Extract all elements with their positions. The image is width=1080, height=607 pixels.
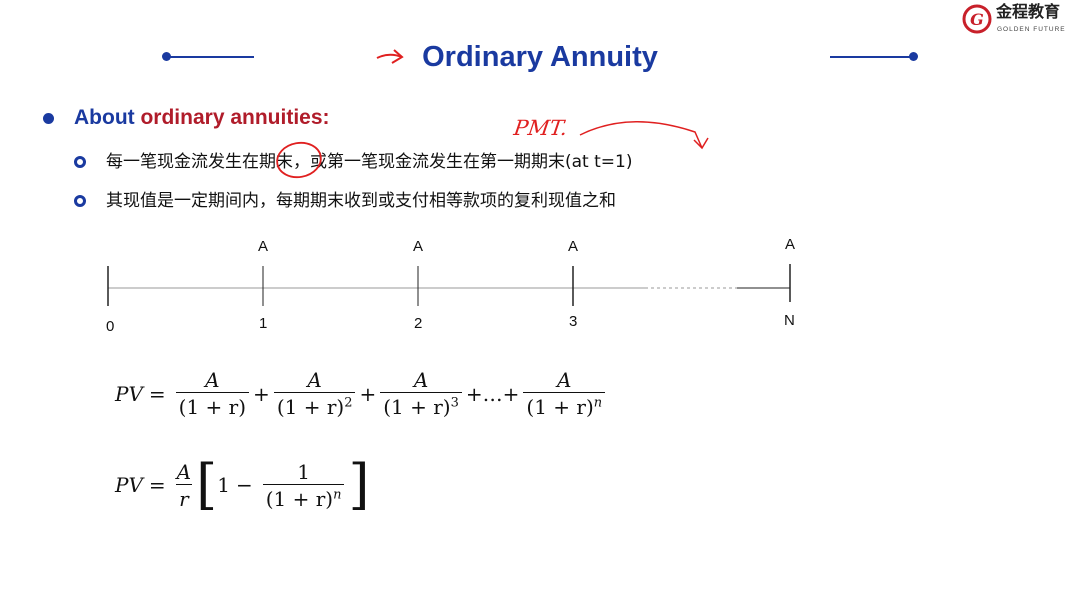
sub-bullet-icon — [74, 156, 86, 168]
section-heading: About ordinary annuities: — [74, 105, 330, 130]
bullet-icon — [43, 113, 54, 124]
period-label: N — [784, 312, 795, 329]
handwritten-annotation — [276, 121, 709, 179]
bullet-text-2: 其现值是一定期间内，每期期末收到或支付相等款项的复利现值之和 — [106, 191, 616, 211]
page-title: Ordinary Annuity — [422, 41, 658, 73]
logo-name-en: GOLDEN FUTURE — [997, 26, 1066, 33]
pv-symbol: PV — [115, 473, 143, 497]
bullet-text-1: 每一笔现金流发生在期末，或第一笔现金流发生在第一期期末(at t=1) — [106, 152, 633, 172]
payment-label: A — [568, 238, 579, 255]
payment-label: A — [413, 238, 424, 255]
heading-part2: ordinary annuities: — [140, 106, 330, 129]
title-line-right — [830, 56, 914, 58]
period-label: 2 — [414, 315, 423, 332]
title-line-dot — [909, 52, 918, 61]
svg-text:G: G — [970, 10, 984, 29]
sub-bullet-icon — [74, 195, 86, 207]
period-label: 3 — [569, 313, 578, 330]
title-line-left — [166, 56, 254, 58]
logo-name-cn: 金程教育 — [996, 2, 1061, 21]
period-label: 1 — [259, 315, 268, 332]
payment-label: A — [785, 236, 796, 253]
period-label: 0 — [106, 318, 115, 335]
heading-part1: About — [74, 106, 141, 129]
logo: G 金程教育 GOLDEN FUTURE — [962, 2, 1077, 36]
pv-symbol: PV — [115, 381, 143, 406]
red-arrow-icon — [376, 49, 404, 64]
payment-label: A — [258, 238, 269, 255]
formula-pv-sum: PV= A(1 + r)+ A(1 + r)2+ A(1 + r)3 +…+ A… — [115, 368, 609, 419]
logo-emblem-icon: G — [962, 4, 992, 34]
